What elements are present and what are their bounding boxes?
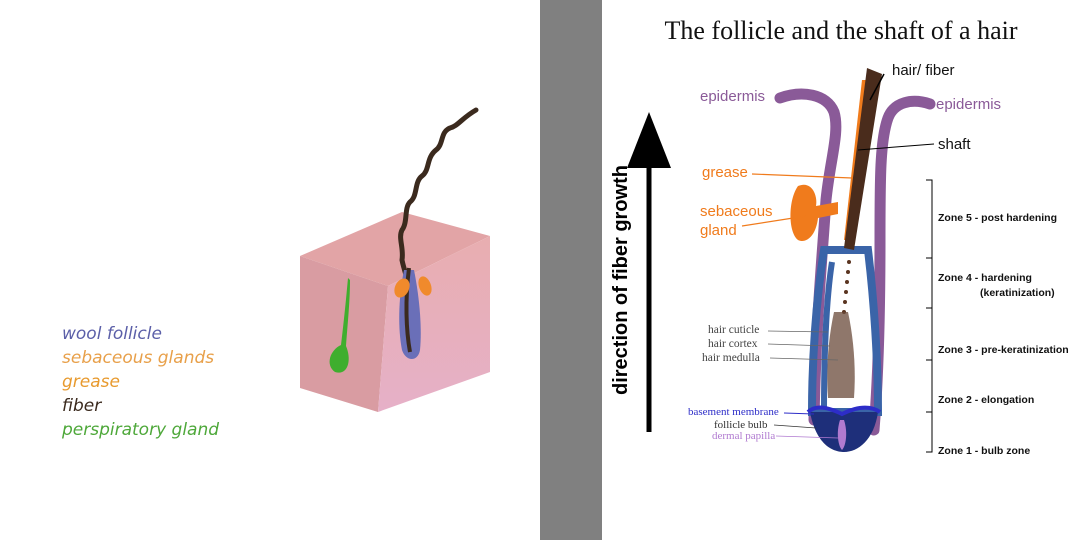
label-follicle-bulb: follicle bulb bbox=[714, 419, 768, 431]
skin-block-illustration bbox=[300, 107, 490, 412]
label-hair-cuticle: hair cuticle bbox=[708, 324, 760, 336]
label-hair-cortex: hair cortex bbox=[708, 338, 758, 350]
label-hair-fiber: hair/ fiber bbox=[892, 62, 955, 79]
leader-lines bbox=[741, 73, 935, 439]
basement-membrane bbox=[806, 405, 882, 417]
zone-5-label: Zone 5 - post hardening bbox=[938, 212, 1058, 224]
zone-4-sublabel: (keratinization) bbox=[980, 287, 1055, 299]
legend-fiber: fiber bbox=[62, 396, 102, 416]
label-epidermis-left: epidermis bbox=[700, 88, 766, 105]
skin-top-face bbox=[300, 212, 490, 286]
medulla-dots bbox=[842, 260, 851, 314]
legend-sebaceous-glands: sebaceous glands bbox=[62, 348, 215, 368]
dermal-papilla bbox=[837, 420, 847, 450]
diagram-title: The follicle and the shaft of a hair bbox=[664, 16, 1018, 45]
zone-4-label: Zone 4 - hardening bbox=[938, 272, 1032, 284]
follicle-diagram bbox=[627, 68, 936, 453]
skin-illustration-panel: wool follicle sebaceous glands grease fi… bbox=[62, 107, 490, 442]
zone-1-label: Zone 1 - bulb zone bbox=[938, 445, 1031, 457]
label-sebaceous-gland: sebaceous gland bbox=[700, 203, 773, 239]
follicle-fiber-inner bbox=[404, 267, 412, 353]
label-hair-medulla: hair medulla bbox=[702, 352, 760, 364]
follicle-diagram-panel: The follicle and the shaft of a hair bbox=[602, 0, 1080, 540]
zone-brackets bbox=[926, 179, 933, 453]
label-shaft: shaft bbox=[938, 136, 971, 153]
sebaceous-gland-left bbox=[394, 278, 410, 298]
panel-divider bbox=[540, 0, 602, 540]
fiber-strand bbox=[398, 107, 479, 293]
zone-3-label: Zone 3 - pre-keratinization bbox=[938, 344, 1069, 356]
perspiratory-gland bbox=[329, 278, 350, 373]
growth-arrow-head bbox=[627, 112, 671, 168]
legend: wool follicle sebaceous glands grease fi… bbox=[62, 322, 219, 442]
legend-perspiratory-gland: perspiratory gland bbox=[62, 420, 220, 440]
follicle-inner-sheath bbox=[821, 261, 835, 411]
label-epidermis-right: epidermis bbox=[936, 96, 1002, 113]
label-dermal-papilla: dermal papilla bbox=[712, 430, 776, 442]
label-grease: grease bbox=[702, 164, 748, 181]
sebaceous-gland-right bbox=[418, 276, 432, 296]
zone-2-label: Zone 2 - elongation bbox=[938, 394, 1035, 406]
legend-grease: grease bbox=[62, 372, 120, 392]
growth-direction-label: direction of fiber growth bbox=[610, 165, 632, 395]
cortex-region bbox=[827, 312, 855, 398]
sebaceous-gland-blob bbox=[790, 184, 838, 242]
label-basement-membrane: basement membrane bbox=[688, 406, 779, 418]
legend-wool-follicle: wool follicle bbox=[62, 324, 162, 344]
fiber-shaft bbox=[844, 68, 882, 250]
epidermis-right bbox=[868, 95, 936, 436]
